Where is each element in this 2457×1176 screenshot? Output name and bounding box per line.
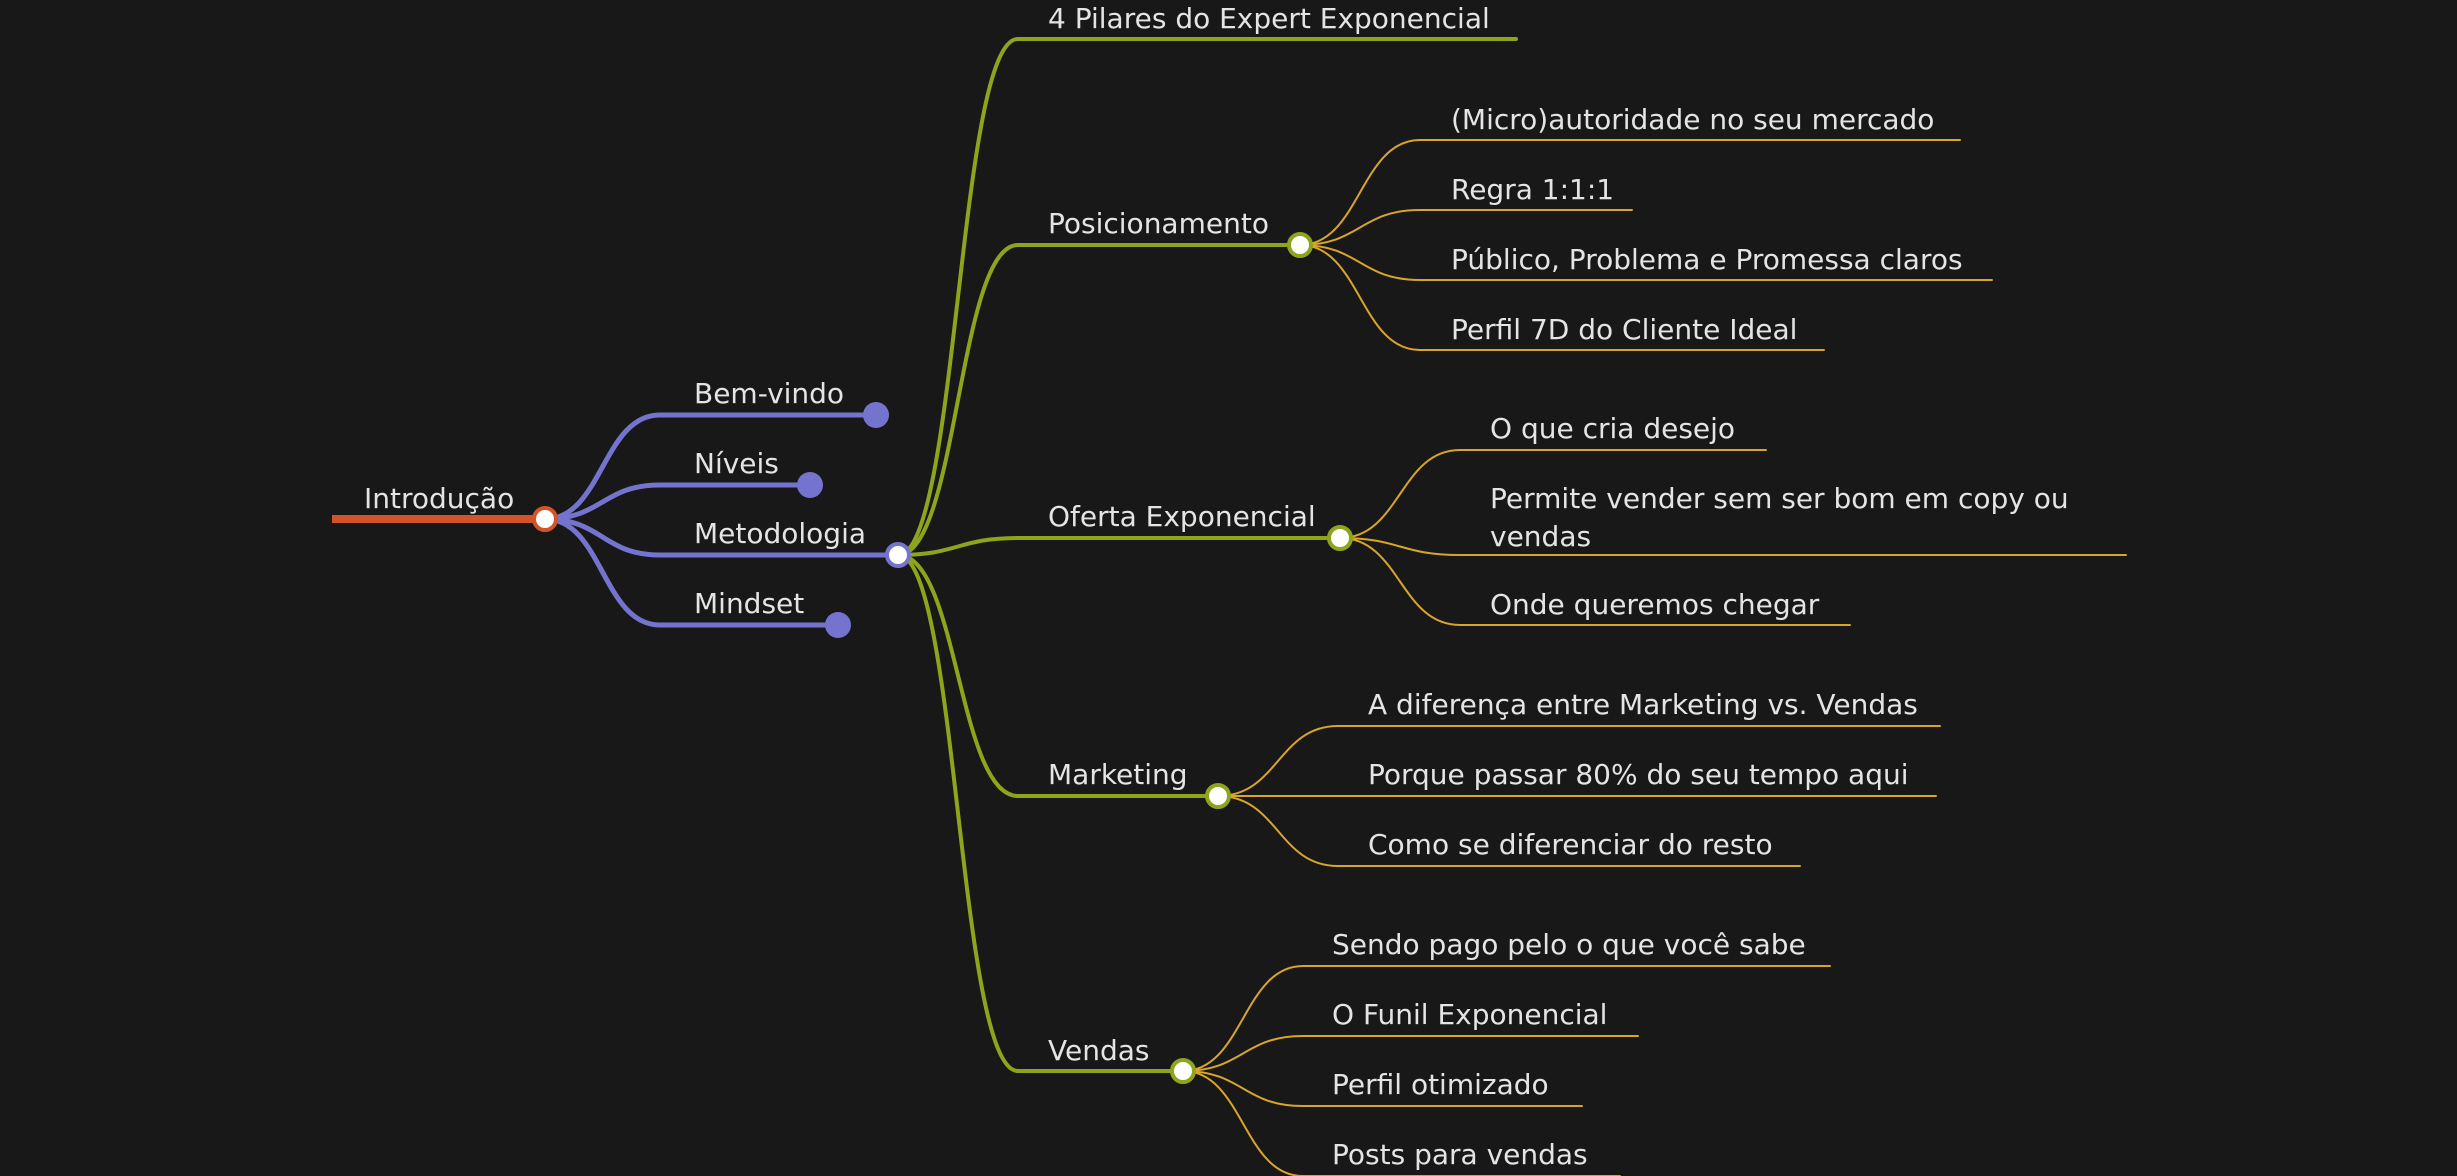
node-onde-queremos-chegar[interactable]: Onde queremos chegar <box>1490 588 1820 621</box>
node-posts-para-vendas[interactable]: Posts para vendas <box>1332 1138 1588 1171</box>
node-mindset[interactable]: Mindset <box>694 587 805 620</box>
node-regra-111[interactable]: Regra 1:1:1 <box>1451 173 1615 206</box>
connector-mindset <box>542 516 841 628</box>
dot-oferta <box>1327 525 1353 551</box>
connector-marketing <box>896 553 1220 798</box>
node-diferenca-marketing-vendas[interactable]: A diferença entre Marketing vs. Vendas <box>1368 688 1918 721</box>
node-como-se-diferenciar[interactable]: Como se diferenciar do resto <box>1368 828 1773 861</box>
connector-funil <box>1182 1035 1639 1072</box>
connector-bem-vindo <box>542 412 879 522</box>
node-publico-problema-promessa[interactable]: Público, Problema e Promessa claros <box>1451 243 1963 276</box>
node-niveis[interactable]: Níveis <box>694 447 779 480</box>
node-porque-80[interactable]: Porque passar 80% do seu tempo aqui <box>1368 758 1909 791</box>
connector-4-pilares <box>896 37 1518 557</box>
dot-metodologia <box>885 542 911 568</box>
node-perfil-7d[interactable]: Perfil 7D do Cliente Ideal <box>1451 313 1798 346</box>
dot-vendas <box>1170 1058 1196 1084</box>
node-introducao[interactable]: Introdução <box>364 482 515 515</box>
node-vendas[interactable]: Vendas <box>1048 1034 1150 1067</box>
connector-permite <box>1339 537 2127 556</box>
connector-onde <box>1339 537 1851 626</box>
node-4-pilares[interactable]: 4 Pilares do Expert Exponencial <box>1048 2 1490 35</box>
connector-sendo-pago <box>1182 965 1831 1072</box>
connector-perfil-otimizado <box>1182 1070 1583 1107</box>
connector-publico <box>1299 244 1993 281</box>
node-permite-vender[interactable]: Permite vender sem ser bom em copy ou ve… <box>1490 482 2069 553</box>
node-oferta-exponencial[interactable]: Oferta Exponencial <box>1048 500 1316 533</box>
dot-introducao <box>532 506 558 532</box>
connector-regra <box>1299 209 1633 246</box>
dot-bem-vindo <box>863 402 889 428</box>
node-marketing[interactable]: Marketing <box>1048 758 1188 791</box>
node-perfil-otimizado[interactable]: Perfil otimizado <box>1332 1068 1549 1101</box>
connector-posts <box>1182 1070 1621 1176</box>
dot-posicionamento <box>1287 232 1313 258</box>
node-sendo-pago[interactable]: Sendo pago pelo o que você sabe <box>1332 928 1806 961</box>
connector-diferenciar <box>1217 795 1801 867</box>
node-microautoridade[interactable]: (Micro)autoridade no seu mercado <box>1451 103 1935 136</box>
node-o-que-cria-desejo[interactable]: O que cria desejo <box>1490 412 1736 445</box>
dot-mindset <box>825 612 851 638</box>
connector-metodologia <box>542 516 901 558</box>
node-bem-vindo[interactable]: Bem-vindo <box>694 377 845 410</box>
connector-posicionamento <box>896 243 1302 557</box>
dot-marketing <box>1205 783 1231 809</box>
connector-oferta <box>896 536 1342 557</box>
connector-diferenca <box>1217 725 1941 797</box>
node-funil-exponencial[interactable]: O Funil Exponencial <box>1332 998 1608 1031</box>
connector-niveis <box>542 482 813 522</box>
node-posicionamento[interactable]: Posicionamento <box>1048 207 1269 240</box>
connector-vendas <box>896 553 1185 1073</box>
dot-niveis <box>797 472 823 498</box>
node-metodologia[interactable]: Metodologia <box>694 517 867 550</box>
connector-microautoridade <box>1299 139 1961 246</box>
connector-desejo <box>1339 449 1767 539</box>
connector-perfil-7d <box>1299 244 1825 351</box>
